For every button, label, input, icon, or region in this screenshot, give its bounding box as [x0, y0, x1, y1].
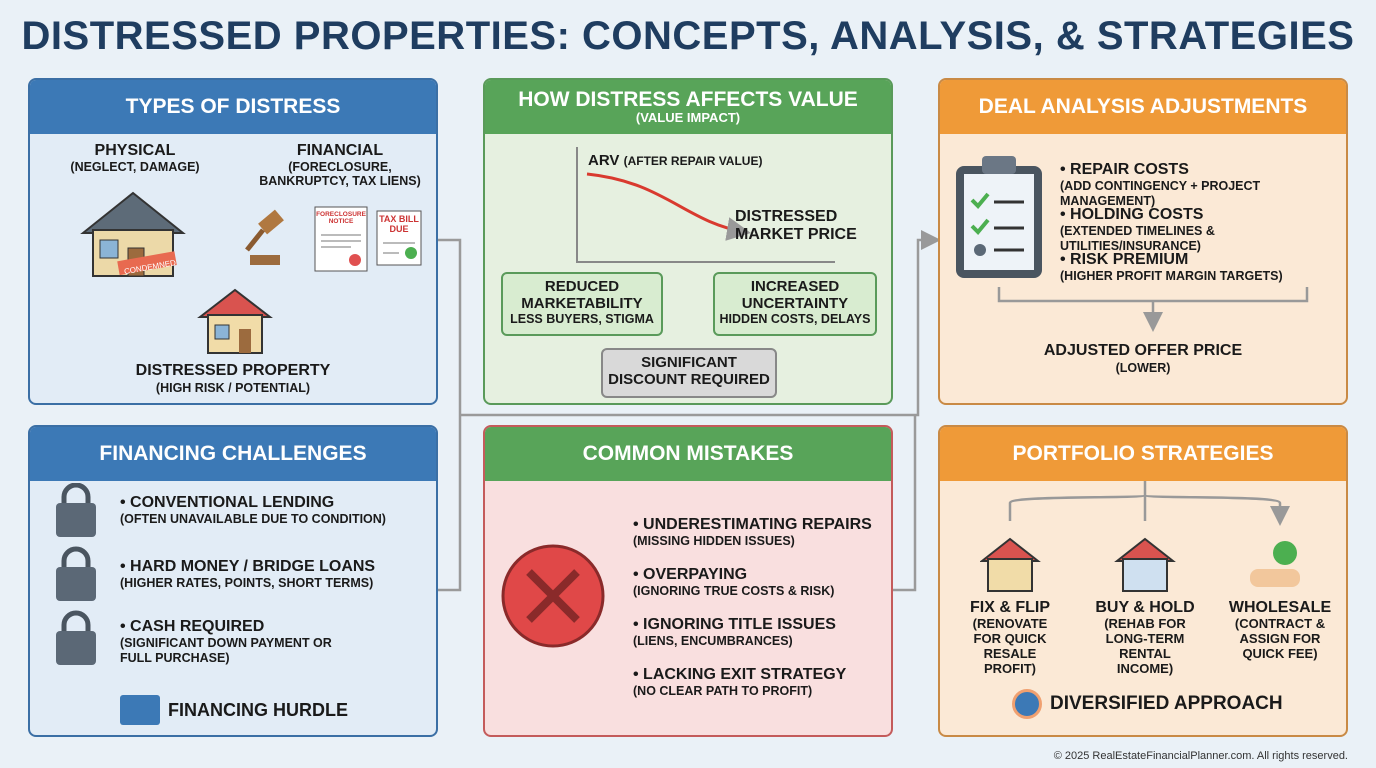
diversified-approach: DIVERSIFIED APPROACH: [1012, 689, 1283, 719]
arv-label: ARV (AFTER REPAIR VALUE): [588, 152, 762, 169]
value-decline-graph: [576, 147, 835, 263]
bracket-arrow: [997, 287, 1309, 335]
copyright: © 2025 RealEstateFinancialPlanner.com. A…: [1053, 750, 1348, 762]
item-label: LACKING EXIT STRATEGY: [633, 665, 846, 684]
item-label: HOLDING COSTS: [1060, 205, 1346, 224]
panel-header: HOW DISTRESS AFFECTS VALUE(VALUE IMPACT): [485, 80, 891, 134]
item-label: BUY & HOLD: [1095, 599, 1195, 616]
item-label: FIX & FLIP: [970, 599, 1050, 616]
distressed-property-sub: (HIGH RISK / POTENTIAL): [155, 381, 311, 395]
mistake-item: UNDERESTIMATING REPAIRS(MISSING HIDDEN I…: [633, 515, 872, 549]
page-title: DISTRESSED PROPERTIES: CONCEPTS, ANALYSI…: [21, 14, 1355, 58]
financing-item: CONVENTIONAL LENDING(OFTEN UNAVAILABLE D…: [120, 493, 386, 527]
item-sub: (OFTEN UNAVAILABLE DUE TO CONDITION): [120, 512, 386, 527]
types-of-distress-panel: TYPES OF DISTRESS PHYSICAL (NEGLECT, DAM…: [28, 78, 438, 405]
strategy-icons: [980, 537, 1300, 592]
deal-item: HOLDING COSTS(EXTENDED TIMELINES & UTILI…: [1060, 205, 1346, 254]
damaged-house-icon: CONDEMNED: [80, 191, 186, 277]
portfolio-strategies-panel: PORTFOLIO STRATEGIES FIX & FLIP(RENOVATE…: [938, 425, 1348, 737]
red-x-icon: [501, 544, 605, 648]
item-sub: (MISSING HIDDEN ISSUES): [633, 534, 795, 549]
panel-header: PORTFOLIO STRATEGIES: [940, 427, 1346, 481]
panel-title: HOW DISTRESS AFFECTS VALUE: [518, 88, 858, 112]
arv-sub: (AFTER REPAIR VALUE): [623, 154, 763, 168]
checklist-clipboard-icon: [956, 156, 1042, 278]
financial-label: FINANCIAL: [296, 142, 384, 159]
item-sub: (HIGHER RATES, POINTS, SHORT TERMS): [120, 576, 374, 591]
foreclosure-documents-icon: [245, 206, 422, 272]
item-sub: (REHAB FOR LONG-TERM RENTAL INCOME): [1104, 616, 1186, 677]
item-sub: (LIENS, ENCUMBRANCES): [633, 634, 793, 649]
item-label: HARD MONEY / BRIDGE LOANS: [120, 557, 375, 576]
adjusted-offer-sub: (LOWER): [1115, 361, 1171, 375]
panel-subtitle: (VALUE IMPACT): [635, 110, 741, 126]
foreclosure-notice-doc-text: FORECLOSURE NOTICE: [316, 211, 366, 226]
item-label: REPAIR COSTS: [1060, 160, 1346, 179]
item-sub: (IGNORING TRUE COSTS & RISK): [633, 584, 835, 599]
financing-hurdle-label: FINANCING HURDLE: [168, 699, 348, 720]
value-impact-panel: HOW DISTRESS AFFECTS VALUE(VALUE IMPACT)…: [483, 78, 893, 405]
common-mistakes-panel: COMMON MISTAKES UNDERESTIMATING REPAIRS(…: [483, 425, 893, 737]
panel-header: FINANCING CHALLENGES: [30, 427, 436, 481]
item-sub: (SIGNIFICANT DOWN PAYMENT OR FULL PURCHA…: [120, 636, 332, 666]
panel-header: COMMON MISTAKES: [485, 427, 891, 481]
strategy-item: FIX & FLIP(RENOVATE FOR QUICK RESALE PRO…: [950, 599, 1070, 677]
financial-sub: (FORECLOSURE, BANKRUPTCY, TAX LIENS): [259, 160, 421, 189]
item-sub: (RENOVATE FOR QUICK RESALE PROFIT): [972, 616, 1048, 677]
item-label: CONVENTIONAL LENDING: [120, 493, 386, 512]
tax-bill-doc-text: TAX BILL DUE: [379, 214, 419, 234]
item-sub: (CONTRACT & ASSIGN FOR QUICK FEE): [1234, 616, 1326, 662]
financing-item: CASH REQUIRED(SIGNIFICANT DOWN PAYMENT O…: [120, 617, 350, 666]
item-label: RISK PREMIUM: [1060, 250, 1283, 269]
panel-header: TYPES OF DISTRESS: [30, 80, 436, 134]
discount-box: SIGNIFICANT DISCOUNT REQUIRED: [601, 348, 777, 398]
reduced-sub: LESS BUYERS, STIGMA: [510, 312, 654, 326]
mistake-item: IGNORING TITLE ISSUES(LIENS, ENCUMBRANCE…: [633, 615, 836, 649]
financing-hurdle: FINANCING HURDLE: [120, 695, 348, 725]
adjusted-offer-label: ADJUSTED OFFER PRICE: [1043, 342, 1243, 359]
item-sub: (HIGHER PROFIT MARGIN TARGETS): [1060, 269, 1283, 284]
reduced-label: REDUCED MARKETABILITY: [521, 278, 643, 312]
strategy-item: BUY & HOLD(REHAB FOR LONG-TERM RENTAL IN…: [1085, 599, 1205, 677]
strategy-item: WHOLESALE(CONTRACT & ASSIGN FOR QUICK FE…: [1220, 599, 1340, 662]
deal-item: REPAIR COSTS(ADD CONTINGENCY + PROJECT M…: [1060, 160, 1346, 209]
item-sub: (NO CLEAR PATH TO PROFIT): [633, 684, 813, 699]
item-label: IGNORING TITLE ISSUES: [633, 615, 836, 634]
item-label: WHOLESALE: [1228, 599, 1332, 616]
mistake-item: LACKING EXIT STRATEGY(NO CLEAR PATH TO P…: [633, 665, 846, 699]
deal-analysis-panel: DEAL ANALYSIS ADJUSTMENTS REPAIR COSTS(A…: [938, 78, 1348, 405]
deal-item: RISK PREMIUM(HIGHER PROFIT MARGIN TARGET…: [1060, 250, 1283, 284]
branch-arrows: [1008, 481, 1290, 529]
diversified-approach-label: DIVERSIFIED APPROACH: [1050, 693, 1283, 714]
arv-text: ARV: [588, 152, 620, 169]
market-price-label: DISTRESSED MARKET PRICE: [735, 208, 857, 244]
physical-sub: (NEGLECT, DAMAGE): [70, 160, 200, 174]
physical-label: PHYSICAL: [94, 142, 176, 159]
increased-label: INCREASED UNCERTAINTY: [741, 278, 849, 312]
panel-header: DEAL ANALYSIS ADJUSTMENTS: [940, 80, 1346, 134]
financing-challenges-panel: FINANCING CHALLENGES CONVENTIONAL LENDIN…: [28, 425, 438, 737]
bank-icon: [120, 695, 160, 725]
globe-icon: [1012, 689, 1042, 719]
item-label: CASH REQUIRED: [120, 617, 350, 636]
house-icon: [197, 288, 273, 354]
financing-item: HARD MONEY / BRIDGE LOANS(HIGHER RATES, …: [120, 557, 375, 591]
item-label: OVERPAYING: [633, 565, 834, 584]
lock-icons: [56, 483, 96, 665]
item-label: UNDERESTIMATING REPAIRS: [633, 515, 872, 534]
distressed-property-label: DISTRESSED PROPERTY: [135, 362, 331, 379]
increased-sub: HIDDEN COSTS, DELAYS: [719, 312, 871, 326]
mistake-item: OVERPAYING(IGNORING TRUE COSTS & RISK): [633, 565, 834, 599]
